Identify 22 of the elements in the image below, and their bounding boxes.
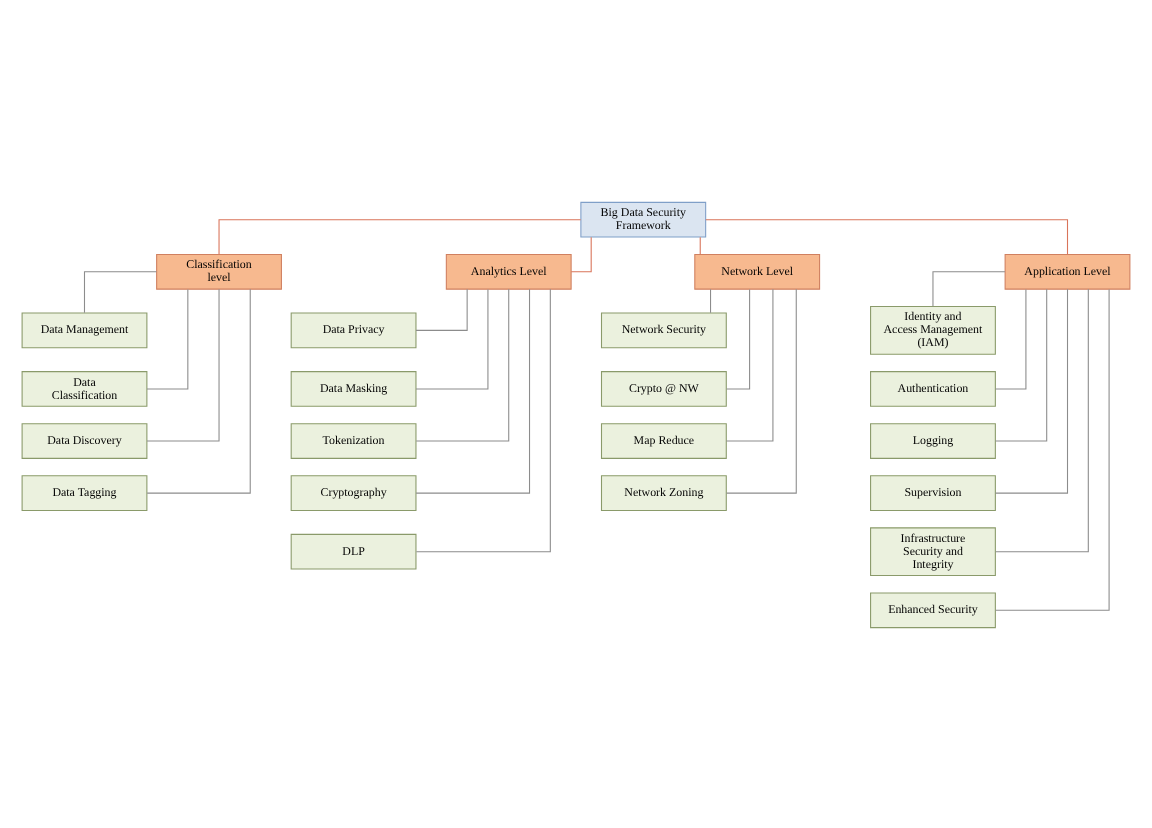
- connector: [415, 288, 489, 389]
- connector: [932, 270, 1006, 306]
- connector: [995, 287, 1110, 610]
- connector: [725, 287, 774, 441]
- connector: [710, 287, 712, 313]
- connector: [995, 287, 1089, 552]
- connector: [726, 287, 797, 493]
- connector: [218, 218, 582, 254]
- connector: [146, 287, 220, 441]
- connector: [415, 287, 510, 441]
- connector: [146, 287, 251, 493]
- connector: [415, 287, 551, 552]
- connector: [415, 287, 468, 330]
- connector: [994, 287, 1048, 441]
- connector: [994, 287, 1069, 493]
- connector: [83, 270, 158, 313]
- connector: [146, 288, 189, 389]
- connector: [699, 235, 701, 254]
- connector: [994, 288, 1027, 389]
- connector: [570, 235, 592, 272]
- connector: [705, 218, 1069, 254]
- connector: [415, 287, 531, 493]
